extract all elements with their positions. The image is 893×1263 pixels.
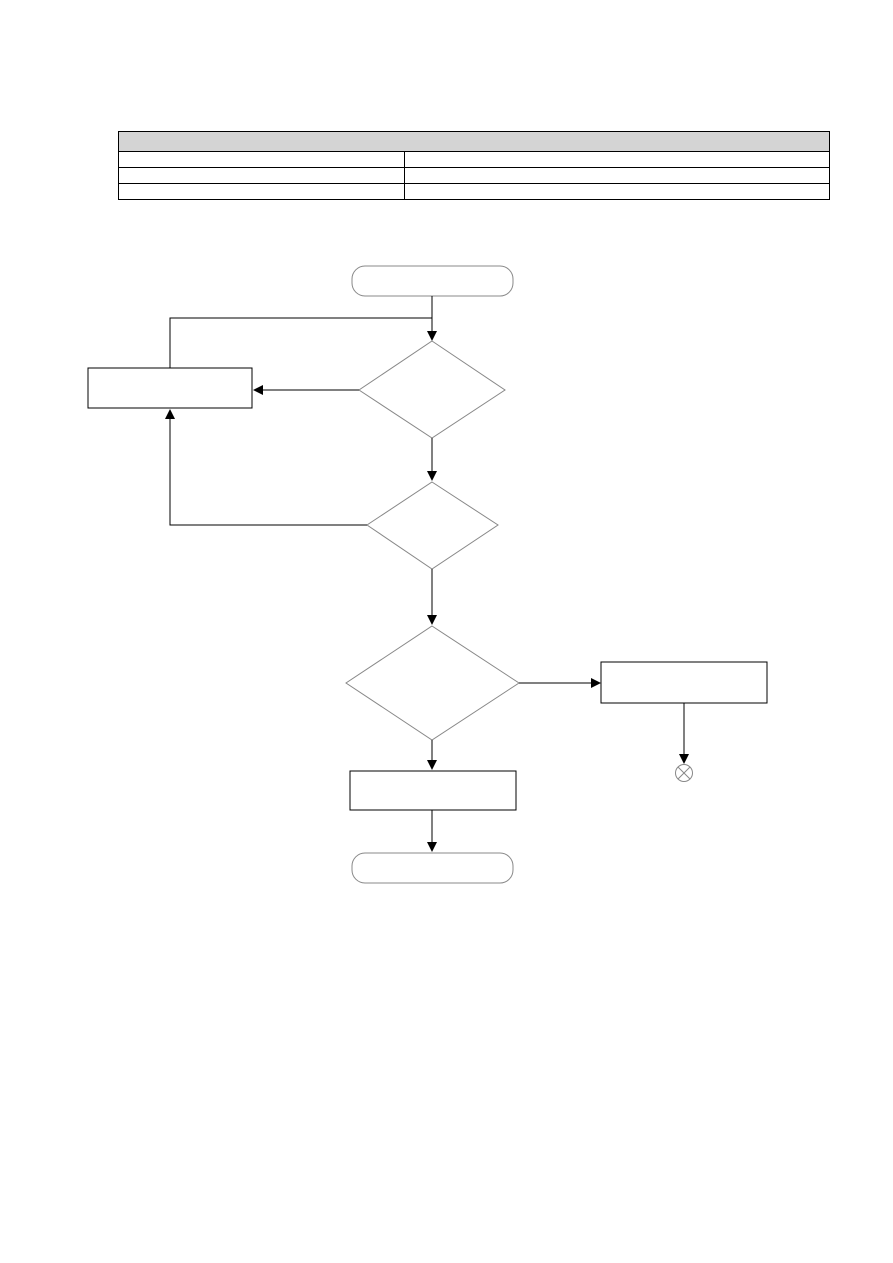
- start-terminator: [351, 265, 514, 297]
- decision-1: [358, 340, 506, 439]
- left-process-box: [87, 367, 253, 409]
- table-header-row: [118, 131, 830, 152]
- table-row: [118, 183, 830, 200]
- end-terminator: [351, 852, 514, 884]
- table-cell: [404, 183, 830, 200]
- right-process-box: [600, 661, 768, 704]
- decision-2: [366, 481, 499, 570]
- info-table: [118, 131, 830, 200]
- decision-3: [345, 625, 520, 741]
- bottom-process-box: [349, 770, 517, 811]
- connector-loop-return: [169, 317, 432, 368]
- stop-connector-icon: [675, 764, 693, 782]
- table-header: [118, 131, 830, 152]
- connector-decision2-to-left-process: [165, 409, 367, 526]
- table-row: [118, 167, 830, 184]
